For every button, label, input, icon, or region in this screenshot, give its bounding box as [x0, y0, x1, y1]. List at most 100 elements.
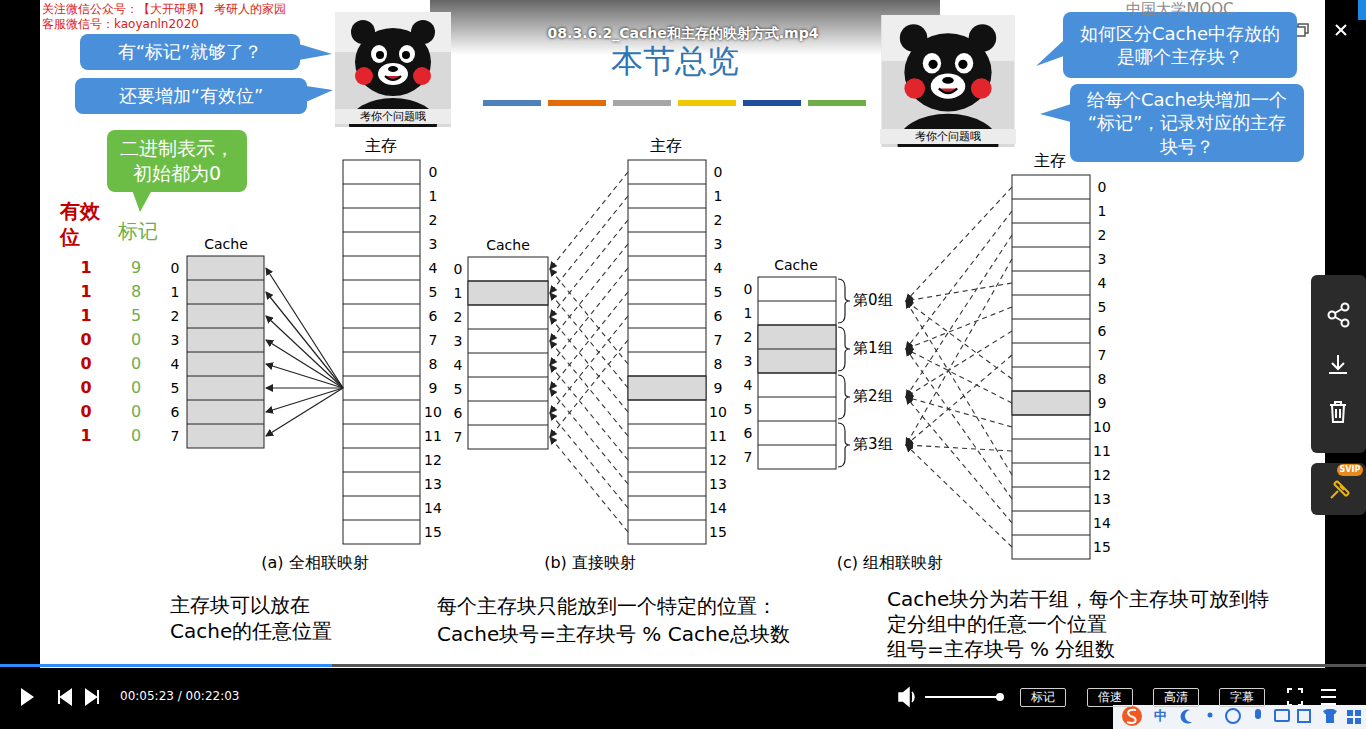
download-icon: [1329, 355, 1347, 373]
mapping-arrow: [550, 437, 628, 532]
ime-icon: [1181, 710, 1192, 724]
block-number: 1: [744, 304, 753, 322]
valid-bit: 0: [80, 354, 91, 375]
bubble-tail: [1036, 40, 1064, 66]
block-number: 5: [429, 283, 438, 301]
mapping-arrow: [550, 317, 628, 412]
block-number: 3: [744, 352, 753, 370]
svip-text: SVIP: [1340, 465, 1361, 475]
watermark: 关注微信公众号：【大开研界】 考研人的家园: [42, 2, 286, 18]
player-button: 高清: [1153, 688, 1199, 707]
mapping-arrow: [550, 269, 628, 364]
speech-bubble: 还要增加“有效位”: [75, 78, 307, 114]
node-text: 高清: [1164, 689, 1188, 706]
player-button: 倍速: [1087, 688, 1133, 707]
cache-blocks: [468, 257, 548, 449]
block-number: 5: [171, 379, 180, 397]
node-text: 如何区分Cache中存放的是哪个主存块？: [1073, 22, 1287, 69]
block-number: 1: [429, 187, 438, 205]
mapping-arrow: [266, 316, 343, 388]
column-title: Cache: [204, 235, 248, 253]
block-number: 11: [1093, 442, 1111, 460]
speech-bubble: 二进制表示，初始都为0: [107, 130, 247, 192]
block-number: 3: [454, 332, 463, 350]
block-number: 15: [709, 523, 727, 541]
block-number: 7: [454, 428, 463, 446]
mapping-arrow: [906, 283, 1012, 301]
ime-mode: 中: [1154, 708, 1167, 725]
block-number: 0: [454, 260, 463, 278]
node-text: 倍速: [1098, 689, 1122, 706]
ime-logo-mark: [1127, 710, 1136, 723]
ime-icon: [1347, 710, 1361, 724]
block-number: 1: [454, 284, 463, 302]
ime-icon: [1323, 709, 1337, 723]
block-number: 10: [1093, 418, 1111, 436]
mapping-arrow: [266, 388, 343, 436]
block-number: 4: [1098, 274, 1107, 292]
cache-column: [468, 257, 548, 449]
node-text: 标记: [1031, 689, 1055, 706]
fullscreen-icon: [1288, 689, 1302, 705]
player-button: 字幕: [1219, 688, 1265, 707]
speech-bubble: 如何区分Cache中存放的是哪个主存块？: [1063, 12, 1297, 78]
image-caption: 考你个问题哦: [880, 129, 1016, 144]
block-number: 9: [714, 379, 723, 397]
block-number: 3: [1098, 250, 1107, 268]
block-number: 1: [1098, 202, 1107, 220]
block-number: 12: [709, 451, 727, 469]
rule-segment: [678, 100, 736, 106]
block-number: 15: [424, 523, 442, 541]
block-number: 5: [714, 283, 723, 301]
block-number: 2: [744, 328, 753, 346]
block-number: 9: [1098, 394, 1107, 412]
figure-caption: (a) 全相联映射: [261, 553, 368, 574]
rule-segment: [743, 100, 801, 106]
cache-blocks: [187, 256, 264, 448]
block-number: 2: [1098, 226, 1107, 244]
rule-segment: [548, 100, 606, 106]
slide-title: 本节总览: [611, 41, 739, 83]
progress-track: [0, 664, 1366, 667]
block-number: 0: [171, 259, 180, 277]
block-number: 0: [429, 163, 438, 181]
bubble-tail: [299, 44, 332, 60]
mapping-arrow: [550, 268, 628, 365]
close-icon: [1336, 25, 1346, 35]
block-number: 5: [1098, 298, 1107, 316]
formula: 组号=主存块号 % 分组数: [887, 637, 1115, 662]
column-title: 主存: [650, 136, 682, 157]
play-time: 00:05:23 / 00:22:03: [120, 689, 239, 705]
mapping-arrow: [266, 340, 343, 388]
volume-knob: [996, 693, 1004, 701]
group-name: 第0组: [853, 291, 893, 311]
mapping-arrow: [550, 340, 628, 437]
mapping-arrow: [906, 349, 1012, 403]
group-name: 第2组: [853, 387, 893, 407]
valid-bit: 1: [80, 282, 91, 303]
group-bracket: [838, 375, 850, 419]
block-number: 7: [171, 427, 180, 445]
ime-icon: [1226, 709, 1240, 723]
speech-bubble: 有“标记”就够了？: [80, 34, 300, 70]
node-text: 还要增加“有效位”: [119, 84, 264, 107]
mapping-arrow: [266, 388, 343, 412]
pin-icon: [1331, 481, 1349, 498]
block-dividers: [187, 280, 264, 424]
block-dividers: [468, 281, 548, 425]
block-number: 6: [714, 307, 723, 325]
block-number: 6: [171, 403, 180, 421]
block-number: 12: [1093, 466, 1111, 484]
figure-caption: (c) 组相联映射: [837, 553, 943, 574]
block-number: 10: [709, 403, 727, 421]
block-number: 13: [424, 475, 442, 493]
mascot-image: 考你个问题哦: [880, 15, 1016, 147]
rule-segment: [613, 100, 671, 106]
tag-value: 0: [131, 330, 141, 351]
column-title: 主存: [1034, 151, 1066, 172]
block-number: 2: [171, 307, 180, 325]
memory-blocks: [1012, 175, 1090, 559]
memory-blocks: [628, 160, 706, 544]
explanation: 每个主存块只能放到一个特定的位置：: [437, 593, 777, 619]
speech-bubble: 给每个Cache块增加一个“标记”，记录对应的主存块号？: [1070, 84, 1304, 162]
